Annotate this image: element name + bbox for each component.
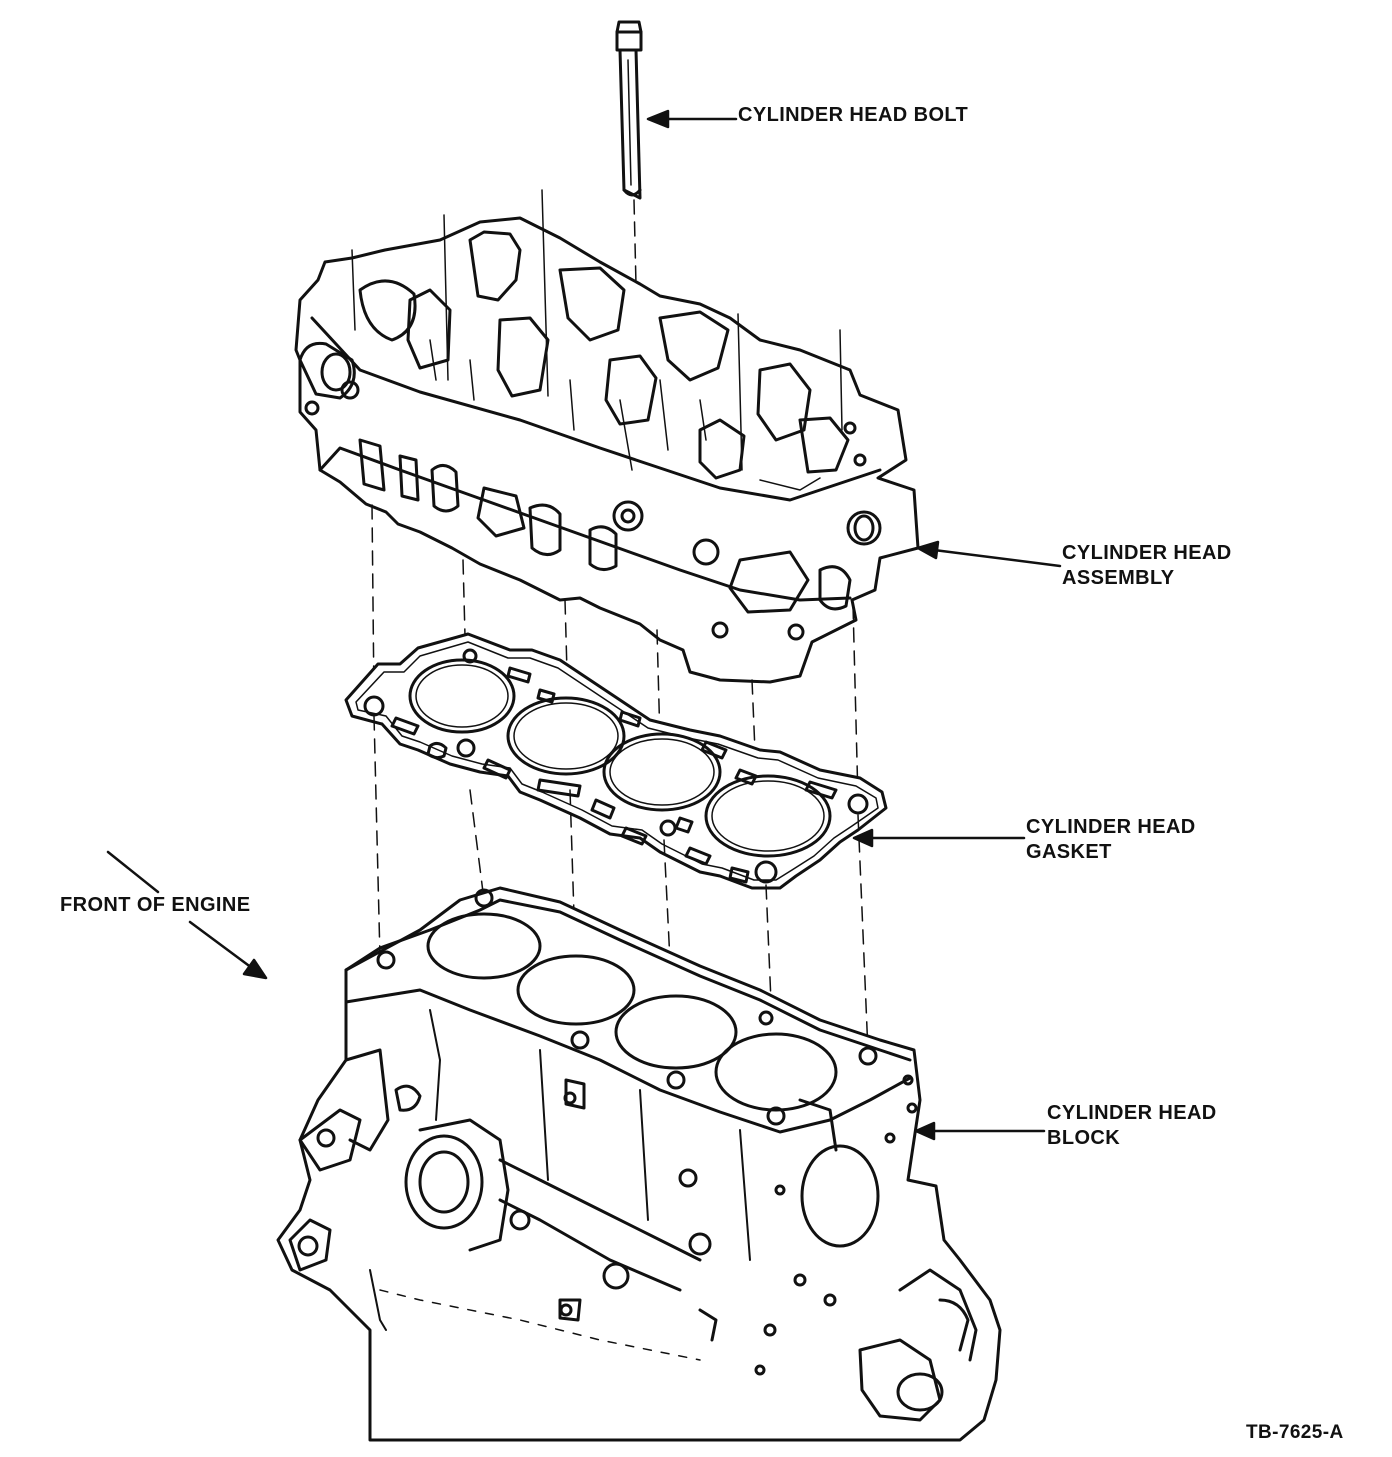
cylinder-head-block-label-line2: BLOCK: [1047, 1127, 1121, 1149]
cylinder-head-assembly-label: CYLINDER HEAD ASSEMBLY: [1062, 541, 1232, 591]
cylinder-head-block-label: CYLINDER HEAD BLOCK: [1047, 1101, 1217, 1151]
front-of-engine-label-text: FRONT OF ENGINE: [60, 894, 251, 916]
figure-id-label: TB-7625-A: [1246, 1420, 1344, 1445]
cylinder-head-block-label-line1: CYLINDER HEAD: [1047, 1102, 1217, 1124]
cylinder-head-gasket-label: CYLINDER HEAD GASKET: [1026, 815, 1196, 865]
cylinder-head-bolt-label-text: CYLINDER HEAD BOLT: [738, 104, 969, 126]
figure-id-label-text: TB-7625-A: [1246, 1422, 1344, 1443]
cylinder-head-assembly-label-line1: CYLINDER HEAD: [1062, 542, 1232, 564]
cylinder-head-gasket-label-line1: CYLINDER HEAD: [1026, 816, 1196, 838]
cylinder-head-assembly: [296, 190, 918, 682]
cylinder-head-gasket: [346, 634, 886, 888]
leader-arrows: [108, 111, 1060, 1139]
cylinder-head-bolt-label: CYLINDER HEAD BOLT: [738, 103, 968, 128]
front-of-engine-label: FRONT OF ENGINE: [60, 893, 250, 918]
engine-block: [278, 888, 1000, 1440]
cylinder-head-gasket-label-line2: GASKET: [1026, 841, 1112, 863]
cylinder-head-assembly-label-line2: ASSEMBLY: [1062, 567, 1175, 589]
